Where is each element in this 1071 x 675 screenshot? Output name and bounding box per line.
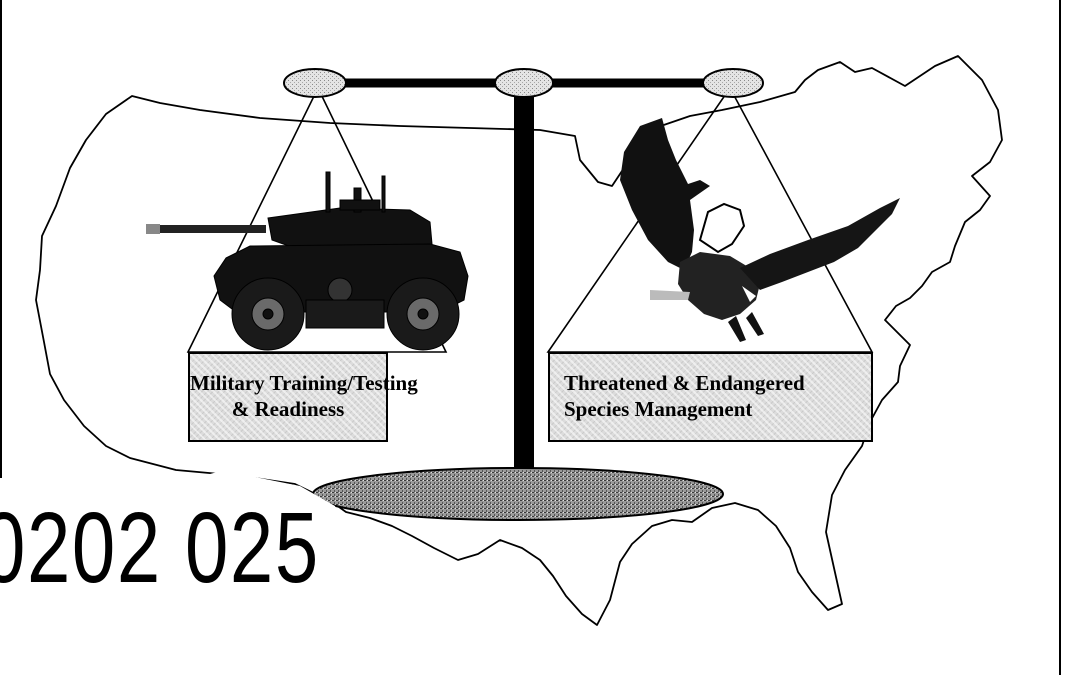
bald-eagle-icon	[620, 118, 900, 342]
armored-vehicle-icon	[146, 172, 468, 350]
military-training-label-line2: & Readiness	[190, 396, 386, 422]
document-number: 0202 025	[0, 498, 320, 598]
species-management-label-line1: Threatened & Endangered	[564, 370, 871, 396]
military-training-label: Military Training/Testing & Readiness	[188, 352, 388, 442]
military-training-label-line1: Military Training/Testing	[190, 370, 386, 396]
species-management-label: Threatened & Endangered Species Manageme…	[548, 352, 873, 442]
species-management-label-line2: Species Management	[564, 396, 871, 422]
